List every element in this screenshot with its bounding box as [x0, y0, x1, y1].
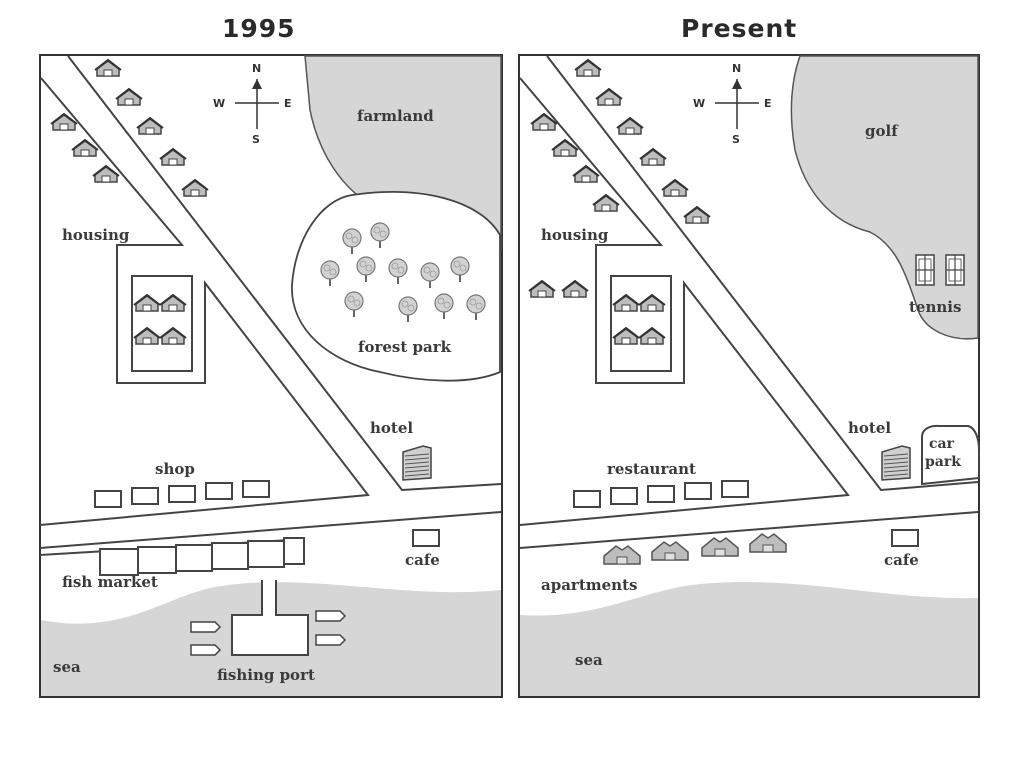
- fish-market-stalls: [99, 537, 305, 576]
- label-fishing-port: fishing port: [217, 666, 315, 684]
- building-icon: [881, 445, 911, 481]
- housing-block: [131, 275, 193, 372]
- label-housing: housing: [541, 226, 609, 244]
- label-sea: sea: [53, 658, 81, 676]
- label-apartments: apartments: [541, 576, 637, 594]
- label-sea: sea: [575, 651, 603, 669]
- compass-west: W: [693, 97, 705, 110]
- compass-north: N: [732, 62, 741, 75]
- label-fish-market: fish market: [62, 573, 158, 591]
- cafe-building: [412, 529, 440, 547]
- label-forest-park: forest park: [358, 338, 452, 356]
- housing-block: [610, 275, 672, 372]
- label-golf: golf: [865, 122, 899, 140]
- label-cafe: cafe: [405, 551, 440, 569]
- compass-east: E: [764, 97, 772, 110]
- label-farmland: farmland: [357, 107, 434, 125]
- label-cafe: cafe: [884, 551, 919, 569]
- restaurant-buildings: [573, 480, 749, 508]
- fishing-port-pier: [231, 580, 309, 656]
- building-icon: [402, 445, 432, 481]
- label-housing: housing: [62, 226, 130, 244]
- shop-buildings: [94, 480, 270, 508]
- map-1995-title: 1995: [222, 14, 296, 43]
- car-park-area: [921, 424, 980, 486]
- label-hotel: hotel: [848, 419, 891, 437]
- roads: [519, 55, 979, 549]
- map-1995: N S E W farmland housing forest park hot…: [39, 54, 503, 698]
- compass-south: S: [732, 133, 740, 146]
- compass-south: S: [252, 133, 260, 146]
- cafe-building: [891, 529, 919, 547]
- label-shop: shop: [155, 460, 195, 478]
- sea-area: [520, 582, 978, 696]
- label-hotel: hotel: [370, 419, 413, 437]
- label-tennis: tennis: [909, 298, 961, 316]
- compass-north: N: [252, 62, 261, 75]
- compass-east: E: [284, 97, 292, 110]
- compass-west: W: [213, 97, 225, 110]
- label-restaurant: restaurant: [607, 460, 696, 478]
- map-present-title: Present: [681, 14, 798, 43]
